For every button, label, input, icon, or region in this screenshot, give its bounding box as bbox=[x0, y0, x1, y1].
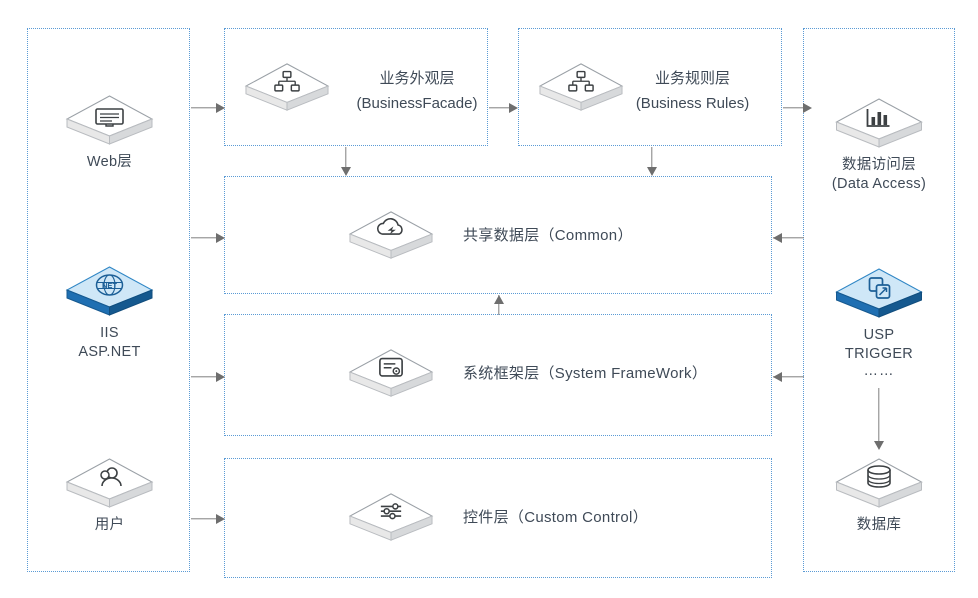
node-data-access[interactable]: 数据访问层 (Data Access) bbox=[831, 95, 927, 194]
arrow-usp-to-database bbox=[872, 388, 886, 450]
label-custom-control: 控件层（Custom Control） bbox=[463, 509, 648, 526]
procedure-icon bbox=[835, 268, 923, 318]
hierarchy-icon bbox=[244, 63, 330, 111]
label-business-facade-line2: (BusinessFacade) bbox=[356, 95, 478, 112]
label-common: 共享数据层（Common） bbox=[463, 227, 633, 244]
node-web-caption: Web层 bbox=[86, 154, 133, 170]
row-common: 共享数据层（Common） bbox=[345, 208, 633, 264]
panel-business-rules[interactable] bbox=[518, 28, 782, 146]
node-user[interactable]: 用户 bbox=[62, 455, 157, 535]
label-business-facade-line1: 业务外观层 bbox=[379, 70, 455, 87]
dotnet-globe-icon: NET bbox=[65, 266, 154, 316]
cloud-icon bbox=[348, 211, 434, 259]
svg-text:NET: NET bbox=[102, 281, 117, 290]
arrow-facade-to-rules bbox=[489, 101, 518, 115]
label-business-rules-line1: 业务规则层 bbox=[654, 70, 730, 87]
arrow-facade-to-common bbox=[339, 147, 353, 176]
arrow-iis-to-framework bbox=[191, 370, 225, 384]
icon-business-facade bbox=[241, 60, 341, 116]
arrow-iis-to-common bbox=[191, 231, 225, 245]
node-data-access-caption-line1: 数据访问层 bbox=[842, 157, 916, 173]
node-iis-caption-line2: ASP.NET bbox=[78, 344, 141, 360]
panel-custom-control[interactable] bbox=[224, 458, 772, 578]
node-iis-aspnet[interactable]: NET IIS ASP.NET bbox=[62, 263, 157, 362]
row-system-framework: 系统框架层（System FrameWork） bbox=[345, 346, 707, 402]
label-system-framework: 系统框架层（System FrameWork） bbox=[463, 365, 708, 382]
arrow-web-to-facade bbox=[191, 101, 225, 115]
client-tier-zone bbox=[27, 28, 190, 572]
arrow-rules-to-data-access bbox=[783, 101, 812, 115]
node-usp-caption-line2: TRIGGER bbox=[844, 346, 914, 362]
node-database[interactable]: 数据库 bbox=[831, 455, 927, 535]
panel-system-framework[interactable] bbox=[224, 314, 772, 436]
node-iis-caption-line1: IIS bbox=[100, 325, 119, 341]
arrow-user-to-control bbox=[191, 512, 225, 526]
node-user-caption: 用户 bbox=[94, 517, 125, 533]
node-usp-caption-ellipsis: …… bbox=[863, 363, 895, 379]
row-custom-control: 控件层（Custom Control） bbox=[345, 490, 648, 546]
monitor-icon bbox=[65, 95, 154, 145]
node-data-access-caption-line2: (Data Access) bbox=[831, 176, 927, 192]
label-business-facade: 业务外观层 (BusinessFacade) bbox=[352, 66, 482, 116]
hierarchy-icon bbox=[538, 63, 624, 111]
icon-business-rules bbox=[535, 60, 635, 116]
arrow-data-access-to-common bbox=[773, 231, 804, 245]
arrow-usp-to-framework bbox=[773, 370, 804, 384]
label-business-rules-line2: (Business Rules) bbox=[635, 95, 750, 112]
label-business-rules: 业务规则层 (Business Rules) bbox=[620, 66, 765, 116]
node-usp-trigger[interactable]: USP TRIGGER …… bbox=[831, 265, 927, 381]
user-icon bbox=[65, 458, 154, 508]
panel-common[interactable] bbox=[224, 176, 772, 294]
document-settings-icon bbox=[348, 349, 434, 397]
arrow-rules-to-common bbox=[645, 147, 659, 176]
node-web[interactable]: Web层 bbox=[62, 92, 157, 172]
bar-chart-icon bbox=[835, 98, 923, 148]
node-database-caption: 数据库 bbox=[856, 517, 902, 533]
node-usp-caption-line1: USP bbox=[863, 327, 895, 343]
arrow-framework-to-common bbox=[492, 295, 506, 315]
data-tier-zone bbox=[803, 28, 955, 572]
sliders-icon bbox=[348, 493, 434, 541]
database-icon bbox=[835, 458, 923, 508]
